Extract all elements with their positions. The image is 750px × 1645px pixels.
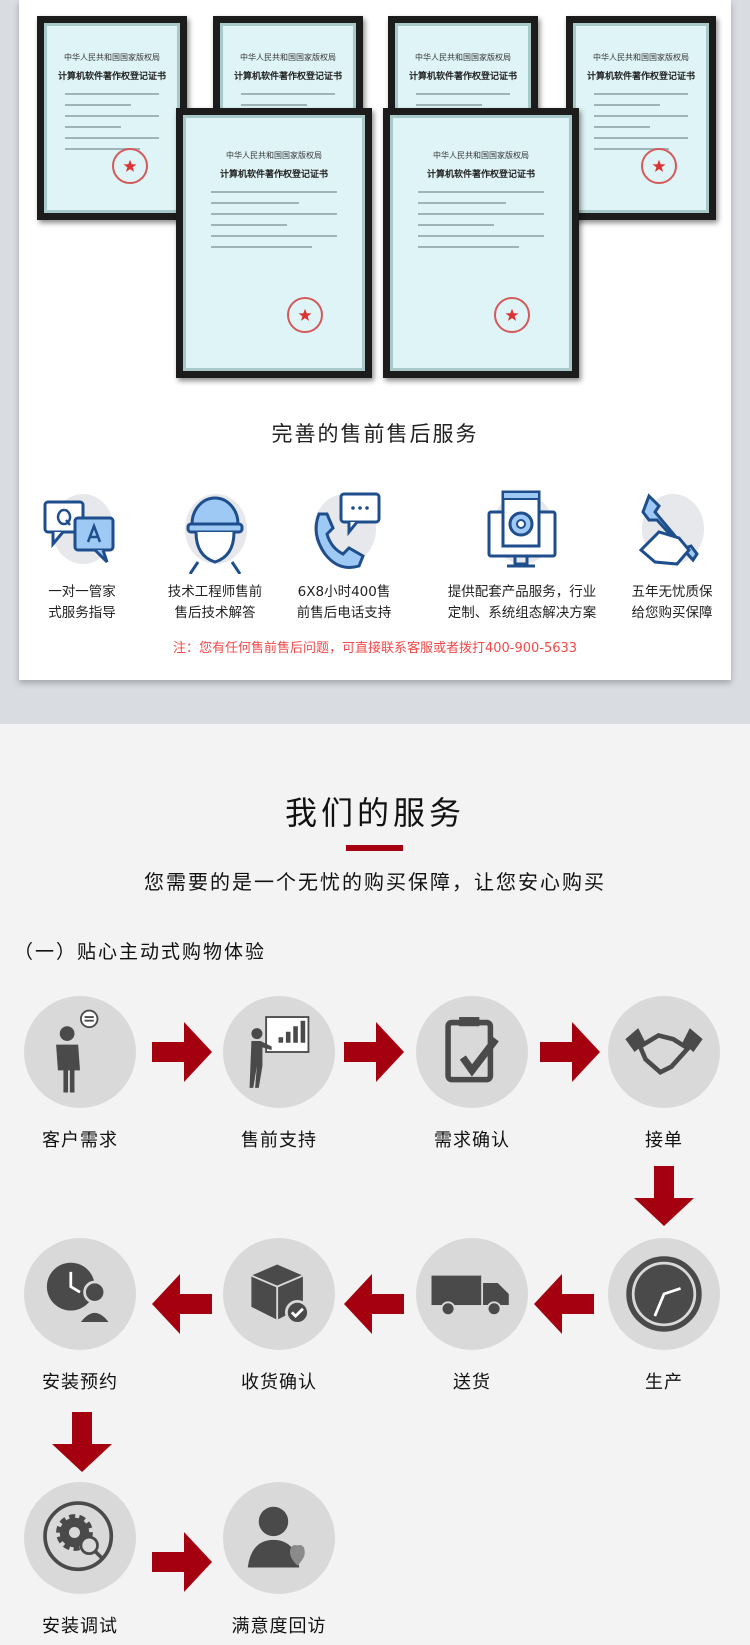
our-services-title: 我们的服务 bbox=[284, 794, 465, 832]
certificate-issuer: 中华人民共和国国家版权局 bbox=[226, 151, 322, 161]
flow-step: 收货确认 bbox=[219, 1238, 339, 1394]
arrow-down-icon bbox=[634, 1166, 694, 1226]
seal-icon bbox=[287, 297, 324, 333]
engineer-helmet-icon bbox=[186, 496, 244, 574]
flow-step-label: 送货 bbox=[453, 1372, 491, 1393]
certificate-frame: 中华人民共和国国家版权局计算机软件著作权登记证书 bbox=[37, 16, 187, 220]
certificate-issuer: 中华人民共和国国家版权局 bbox=[433, 151, 529, 161]
section-heading: （一）贴心主动式购物体验 bbox=[14, 941, 267, 963]
service-item: 技术工程师售前售后技术解答 bbox=[145, 484, 285, 624]
service-line-2: 给您购买保障 bbox=[631, 605, 713, 621]
service-section-title: 完善的售前售后服务 bbox=[271, 422, 479, 446]
flow-step-label: 售前支持 bbox=[241, 1130, 317, 1151]
arrow-left-icon bbox=[344, 1274, 404, 1334]
arrow-right-icon bbox=[152, 1022, 212, 1082]
clock-icon bbox=[626, 1256, 702, 1332]
flow-step-label: 生产 bbox=[645, 1372, 683, 1393]
flow-step-label: 客户需求 bbox=[42, 1130, 118, 1151]
flow-step: 送货 bbox=[412, 1238, 532, 1394]
wrench-hand-icon bbox=[638, 493, 699, 566]
flow-step: 需求确认 bbox=[412, 996, 532, 1152]
flow-step: 满意度回访 bbox=[219, 1482, 339, 1638]
service-line-2: 式服务指导 bbox=[48, 605, 116, 621]
flow-step-label: 收货确认 bbox=[241, 1372, 317, 1393]
service-line-1: 一对一管家 bbox=[48, 584, 116, 600]
certificate-issuer: 中华人民共和国国家版权局 bbox=[64, 53, 160, 63]
service-line-1: 五年无忧质保 bbox=[631, 584, 713, 600]
flow-step-label: 需求确认 bbox=[434, 1130, 510, 1151]
certificate-frame: 中华人民共和国国家版权局计算机软件著作权登记证书 bbox=[176, 108, 372, 378]
arrow-left-icon bbox=[152, 1274, 212, 1334]
flow-step: 安装预约 bbox=[20, 1238, 140, 1394]
certificate-frame: 中华人民共和国国家版权局计算机软件著作权登记证书 bbox=[566, 16, 716, 220]
phone-chat-icon bbox=[314, 492, 381, 569]
flow-step-label: 满意度回访 bbox=[231, 1616, 327, 1637]
certificate-title: 计算机软件著作权登记证书 bbox=[219, 170, 328, 181]
flow-step: 售前支持 bbox=[219, 996, 339, 1152]
service-line-2: 售后技术解答 bbox=[174, 605, 256, 621]
clipboard-check-icon bbox=[445, 1017, 499, 1083]
certificate-title: 计算机软件著作权登记证书 bbox=[586, 72, 695, 83]
service-item: 提供配套产品服务，行业定制、系统组态解决方案 bbox=[432, 484, 612, 624]
service-item: 五年无忧质保给您购买保障 bbox=[612, 484, 732, 624]
person-heart-icon bbox=[247, 1506, 305, 1568]
seal-icon bbox=[112, 148, 149, 185]
certificate-issuer: 中华人民共和国国家版权局 bbox=[593, 53, 689, 63]
certificate-title: 计算机软件著作权登记证书 bbox=[57, 72, 166, 83]
arrow-right-icon bbox=[344, 1022, 404, 1082]
contact-note: 注：您有任何售前售后问题，可直接联系客服或者拨打400-900-5633 bbox=[172, 641, 578, 656]
seal-icon bbox=[494, 297, 531, 333]
certificate-issuer: 中华人民共和国国家版权局 bbox=[415, 53, 511, 63]
our-services-subtitle: 您需要的是一个无忧的购买保障，让您安心购买 bbox=[144, 870, 606, 894]
qa-chat-icon bbox=[43, 500, 115, 564]
service-line-1: 技术工程师售前 bbox=[167, 584, 263, 600]
clock-person-icon bbox=[46, 1262, 114, 1325]
arrow-left-icon bbox=[534, 1274, 594, 1334]
presentation-chart-icon bbox=[249, 1016, 310, 1088]
flow-step: 接单 bbox=[604, 996, 724, 1152]
flow-step: 客户需求 bbox=[20, 996, 140, 1152]
truck-icon bbox=[431, 1275, 509, 1317]
certificate-title: 计算机软件著作权登记证书 bbox=[233, 72, 342, 83]
service-line-1: 提供配套产品服务，行业 bbox=[447, 584, 597, 600]
certificate-frame: 中华人民共和国国家版权局计算机软件著作权登记证书 bbox=[383, 108, 579, 378]
package-check-icon bbox=[251, 1264, 310, 1325]
arrow-right-icon bbox=[540, 1022, 600, 1082]
flow-step-label: 安装调试 bbox=[42, 1616, 118, 1637]
certificate-issuer: 中华人民共和国国家版权局 bbox=[240, 53, 336, 63]
flow-step-label: 接单 bbox=[645, 1130, 683, 1151]
arrow-down-icon bbox=[52, 1412, 112, 1472]
monitor-gear-icon bbox=[487, 490, 557, 568]
certificate-title: 计算机软件著作权登记证书 bbox=[408, 72, 517, 83]
certificate-title: 计算机软件著作权登记证书 bbox=[426, 170, 535, 181]
service-line-2: 前售后电话支持 bbox=[296, 605, 392, 621]
title-underline bbox=[346, 845, 403, 851]
service-item: 6X8小时400售前售后电话支持 bbox=[274, 484, 414, 624]
customer-speech-icon bbox=[56, 1009, 99, 1093]
seal-icon bbox=[641, 148, 678, 185]
service-line-1: 6X8小时400售 bbox=[297, 584, 391, 600]
service-line-2: 定制、系统组态解决方案 bbox=[447, 605, 597, 621]
flow-step-label: 安装预约 bbox=[42, 1372, 118, 1393]
service-item: 一对一管家式服务指导 bbox=[12, 484, 152, 624]
gear-search-icon bbox=[43, 1501, 114, 1572]
flow-step: 生产 bbox=[604, 1238, 724, 1394]
handshake-icon bbox=[625, 1028, 703, 1075]
flow-step: 安装调试 bbox=[20, 1482, 140, 1638]
arrow-right-icon bbox=[152, 1532, 212, 1592]
